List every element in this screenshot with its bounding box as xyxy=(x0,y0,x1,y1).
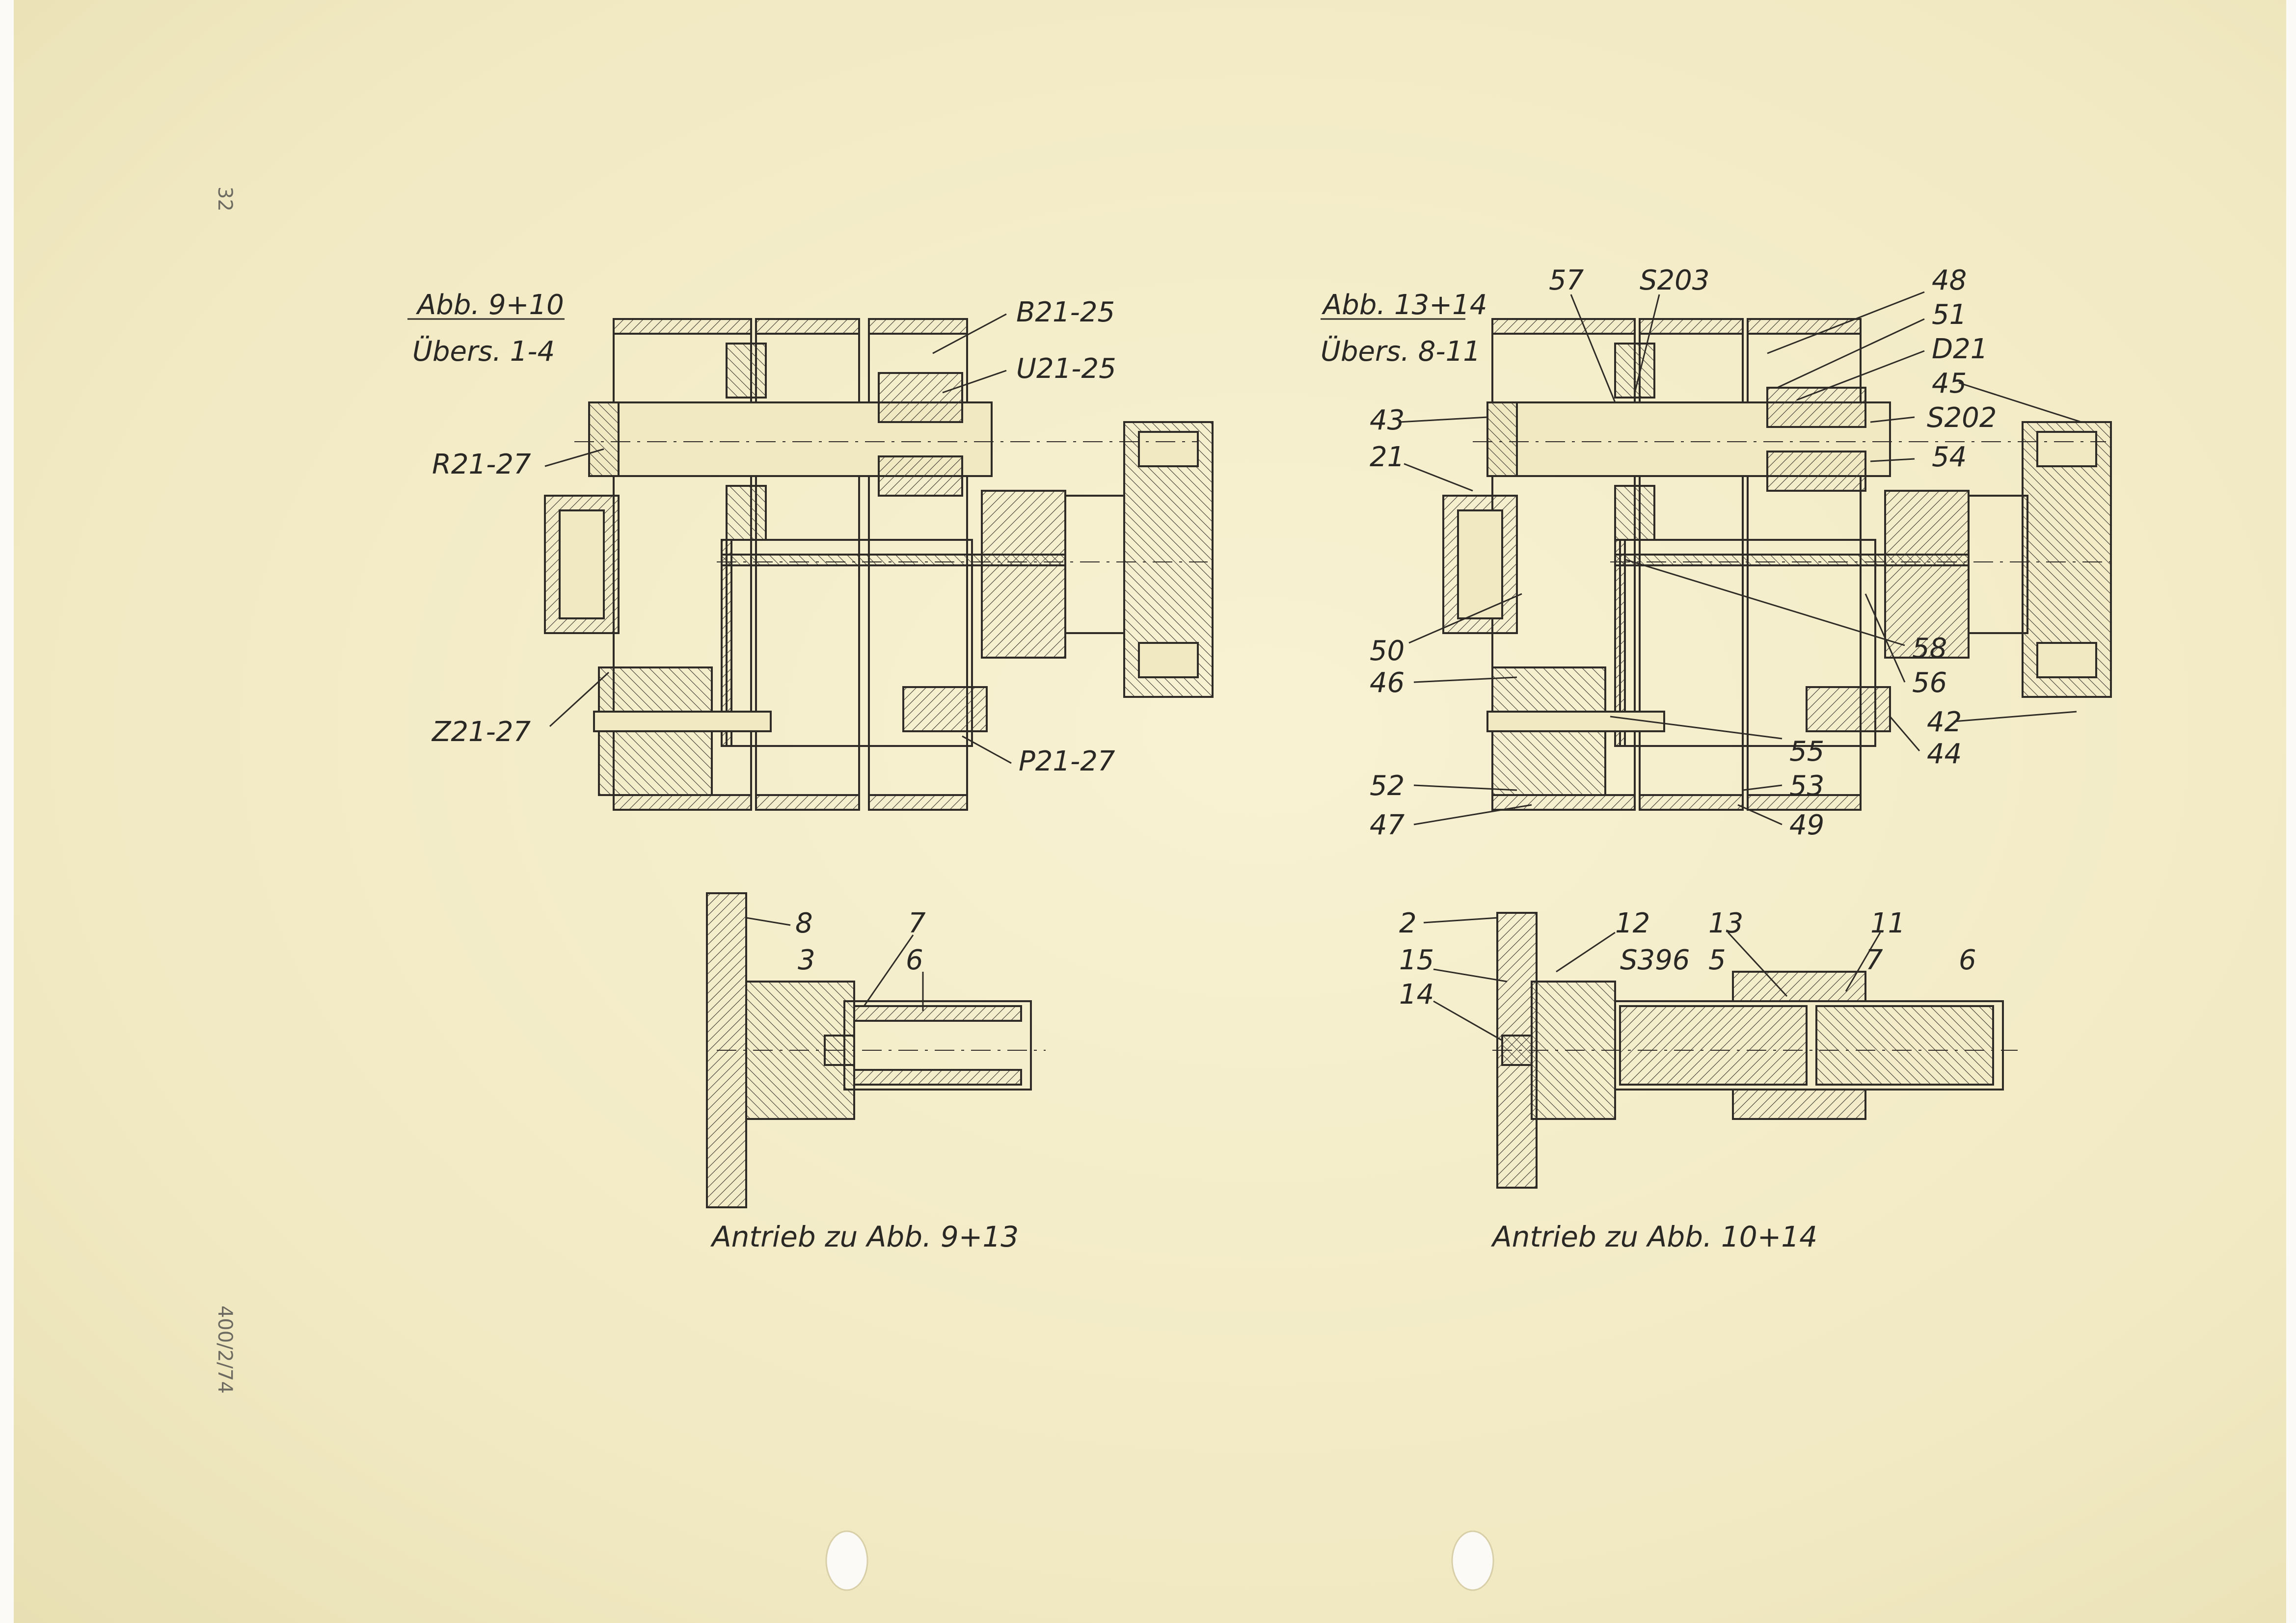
fig-right-subtitle: Übers. 8-11 xyxy=(1321,336,1481,368)
drive-right-label-13: 13 xyxy=(1708,907,1743,939)
drive-right-label-6: 6 xyxy=(1959,944,1976,976)
fig-right-label-54: 54 xyxy=(1932,441,1967,473)
page-code: 400/2/74 xyxy=(214,1305,236,1394)
fig-right-label-42: 42 xyxy=(1927,706,1962,738)
fig-left-title: Abb. 9+10 xyxy=(416,289,564,321)
fig-right-leaders xyxy=(1321,291,2082,825)
fig-left-label-r: R21-27 xyxy=(432,449,531,480)
drive-right-drawing xyxy=(1492,912,2018,1189)
fig-right-label-s202: S202 xyxy=(1927,402,1997,434)
drive-left-label-6: 6 xyxy=(906,944,923,976)
drive-right-leaders xyxy=(1423,917,1881,1041)
fig-right-label-53: 53 xyxy=(1789,770,1824,802)
fig-right-label-44: 44 xyxy=(1927,738,1962,770)
fig-right-label-s203: S203 xyxy=(1640,265,1709,296)
fig-left-leaders xyxy=(407,313,1012,764)
drive-right-label-s396: S396 xyxy=(1620,944,1690,976)
drive-right-label-15: 15 xyxy=(1399,944,1434,976)
fig-right-label-57: 57 xyxy=(1549,265,1584,296)
fig-right-label-46: 46 xyxy=(1370,667,1405,699)
punch-holes xyxy=(825,1530,1494,1591)
fig-left-label-p: P21-27 xyxy=(1019,745,1115,777)
fig-right-label-55: 55 xyxy=(1789,736,1824,768)
fig-left-drawing xyxy=(544,318,1214,811)
fig-right-label-58: 58 xyxy=(1912,633,1947,665)
fig-right-label-49: 49 xyxy=(1789,809,1824,841)
drive-right-caption: Antrieb zu Abb. 10+14 xyxy=(1490,1220,1817,1253)
drive-right-label-5: 5 xyxy=(1708,944,1726,976)
fig-right-label-48: 48 xyxy=(1932,265,1967,296)
fig-left-label-b: B21-25 xyxy=(1016,296,1115,328)
fig-left-label-u: U21-25 xyxy=(1016,353,1116,385)
punch-hole-left xyxy=(825,1530,868,1591)
drive-right-label-11: 11 xyxy=(1870,907,1905,939)
fig-right-label-51: 51 xyxy=(1932,299,1967,331)
page-number: 32 xyxy=(214,186,236,212)
drive-right-label-2: 2 xyxy=(1399,907,1417,939)
scan-edge-left xyxy=(0,0,14,1623)
fig-right-label-56: 56 xyxy=(1912,667,1947,699)
drive-right-label-12: 12 xyxy=(1615,907,1650,939)
drive-right-label-14: 14 xyxy=(1399,979,1434,1011)
fig-right-label-52: 52 xyxy=(1370,770,1405,802)
fig-left-label-z: Z21-27 xyxy=(431,716,531,748)
drive-left-caption: Antrieb zu Abb. 9+13 xyxy=(710,1220,1019,1253)
fig-right-label-47: 47 xyxy=(1370,809,1405,841)
fig-right-label-45: 45 xyxy=(1932,368,1967,399)
punch-hole-right xyxy=(1451,1530,1494,1591)
fig-right-label-21: 21 xyxy=(1370,441,1405,473)
fig-right-label-50: 50 xyxy=(1370,635,1405,667)
drive-left-label-3: 3 xyxy=(798,944,815,976)
drive-left-leaders xyxy=(746,917,924,1011)
fig-left-subtitle: Übers. 1-4 xyxy=(412,336,555,368)
drive-left-drawing xyxy=(706,892,1046,1208)
fig-right-drawing xyxy=(1442,318,2112,811)
drive-left-label-8: 8 xyxy=(795,907,813,939)
scan-edge-right xyxy=(2286,0,2296,1623)
drive-left-label-7: 7 xyxy=(908,907,926,939)
fig-right-title: Abb. 13+14 xyxy=(1322,289,1487,321)
fig-right-label-d21: D21 xyxy=(1932,333,1988,365)
fig-right-label-43: 43 xyxy=(1370,404,1405,436)
drive-right-label-7: 7 xyxy=(1865,944,1883,976)
